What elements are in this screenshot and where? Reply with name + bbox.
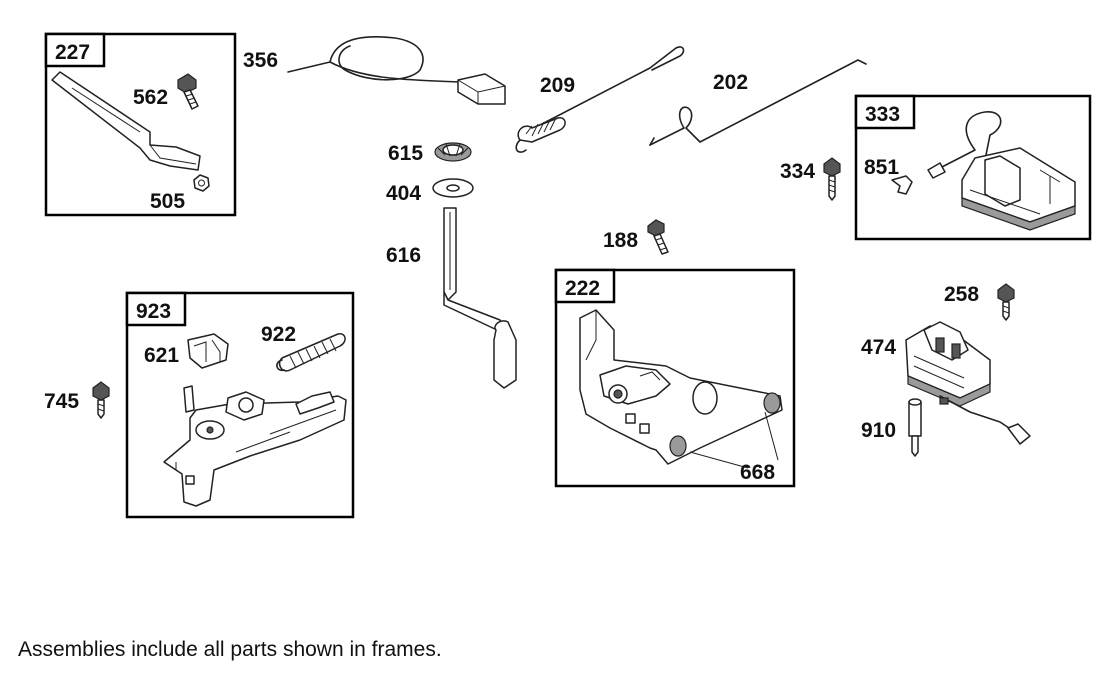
nut-505-part [193, 174, 210, 192]
bolt-562-part [177, 73, 199, 110]
part-label-505: 505 [150, 190, 185, 213]
screw-188-part [647, 219, 669, 255]
bushing-615-part [434, 142, 472, 162]
spring-922-part [276, 333, 346, 372]
clip-851-part [891, 175, 913, 195]
part-label-851: 851 [864, 156, 899, 179]
part-label-474: 474 [861, 336, 896, 359]
assembly-label-923: 923 [136, 300, 171, 323]
governor-link-202-part [649, 59, 867, 146]
part-label-404: 404 [386, 182, 421, 205]
part-label-258: 258 [944, 283, 979, 306]
assembly-label-222: 222 [565, 277, 600, 300]
screw-745-part [92, 381, 110, 419]
throttle-cable-part [287, 36, 506, 105]
part-label-910: 910 [861, 419, 896, 442]
governor-lever-part [51, 71, 201, 171]
assembly-frame-923: 923 [125, 291, 355, 519]
leader-668 [689, 411, 779, 469]
screw-258-part [997, 283, 1015, 321]
part-label-188: 188 [603, 229, 638, 252]
part-label-668: 668 [740, 461, 775, 484]
clip-621-part [187, 333, 229, 369]
assembly-frame-227: 227 [44, 32, 237, 217]
part-label-745: 745 [44, 390, 79, 413]
assembly-label-333: 333 [865, 103, 900, 126]
part-label-356: 356 [243, 49, 278, 72]
assembly-frame-333: 333 [854, 94, 1092, 241]
assembly-frame-222: 222 [554, 268, 796, 488]
part-label-616: 616 [386, 244, 421, 267]
part-label-621: 621 [144, 344, 179, 367]
washer-404-part [432, 178, 474, 198]
control-shaft-616-part [443, 207, 517, 389]
diagram-caption: Assemblies include all parts shown in fr… [18, 638, 442, 661]
armature-474-part [905, 321, 1031, 445]
control-bracket-222-part [579, 309, 783, 465]
part-label-202: 202 [713, 71, 748, 94]
part-label-209: 209 [540, 74, 575, 97]
part-label-334: 334 [780, 160, 815, 183]
ignition-armature-333-part [927, 111, 1076, 231]
part-label-615: 615 [388, 142, 423, 165]
part-label-562: 562 [133, 86, 168, 109]
governor-control-923-part [163, 385, 347, 507]
screw-334-part [823, 157, 841, 201]
part-label-922: 922 [261, 323, 296, 346]
governor-spring-209-part [515, 46, 685, 153]
spacer-910-part [908, 398, 922, 457]
assembly-label-227: 227 [55, 41, 90, 64]
